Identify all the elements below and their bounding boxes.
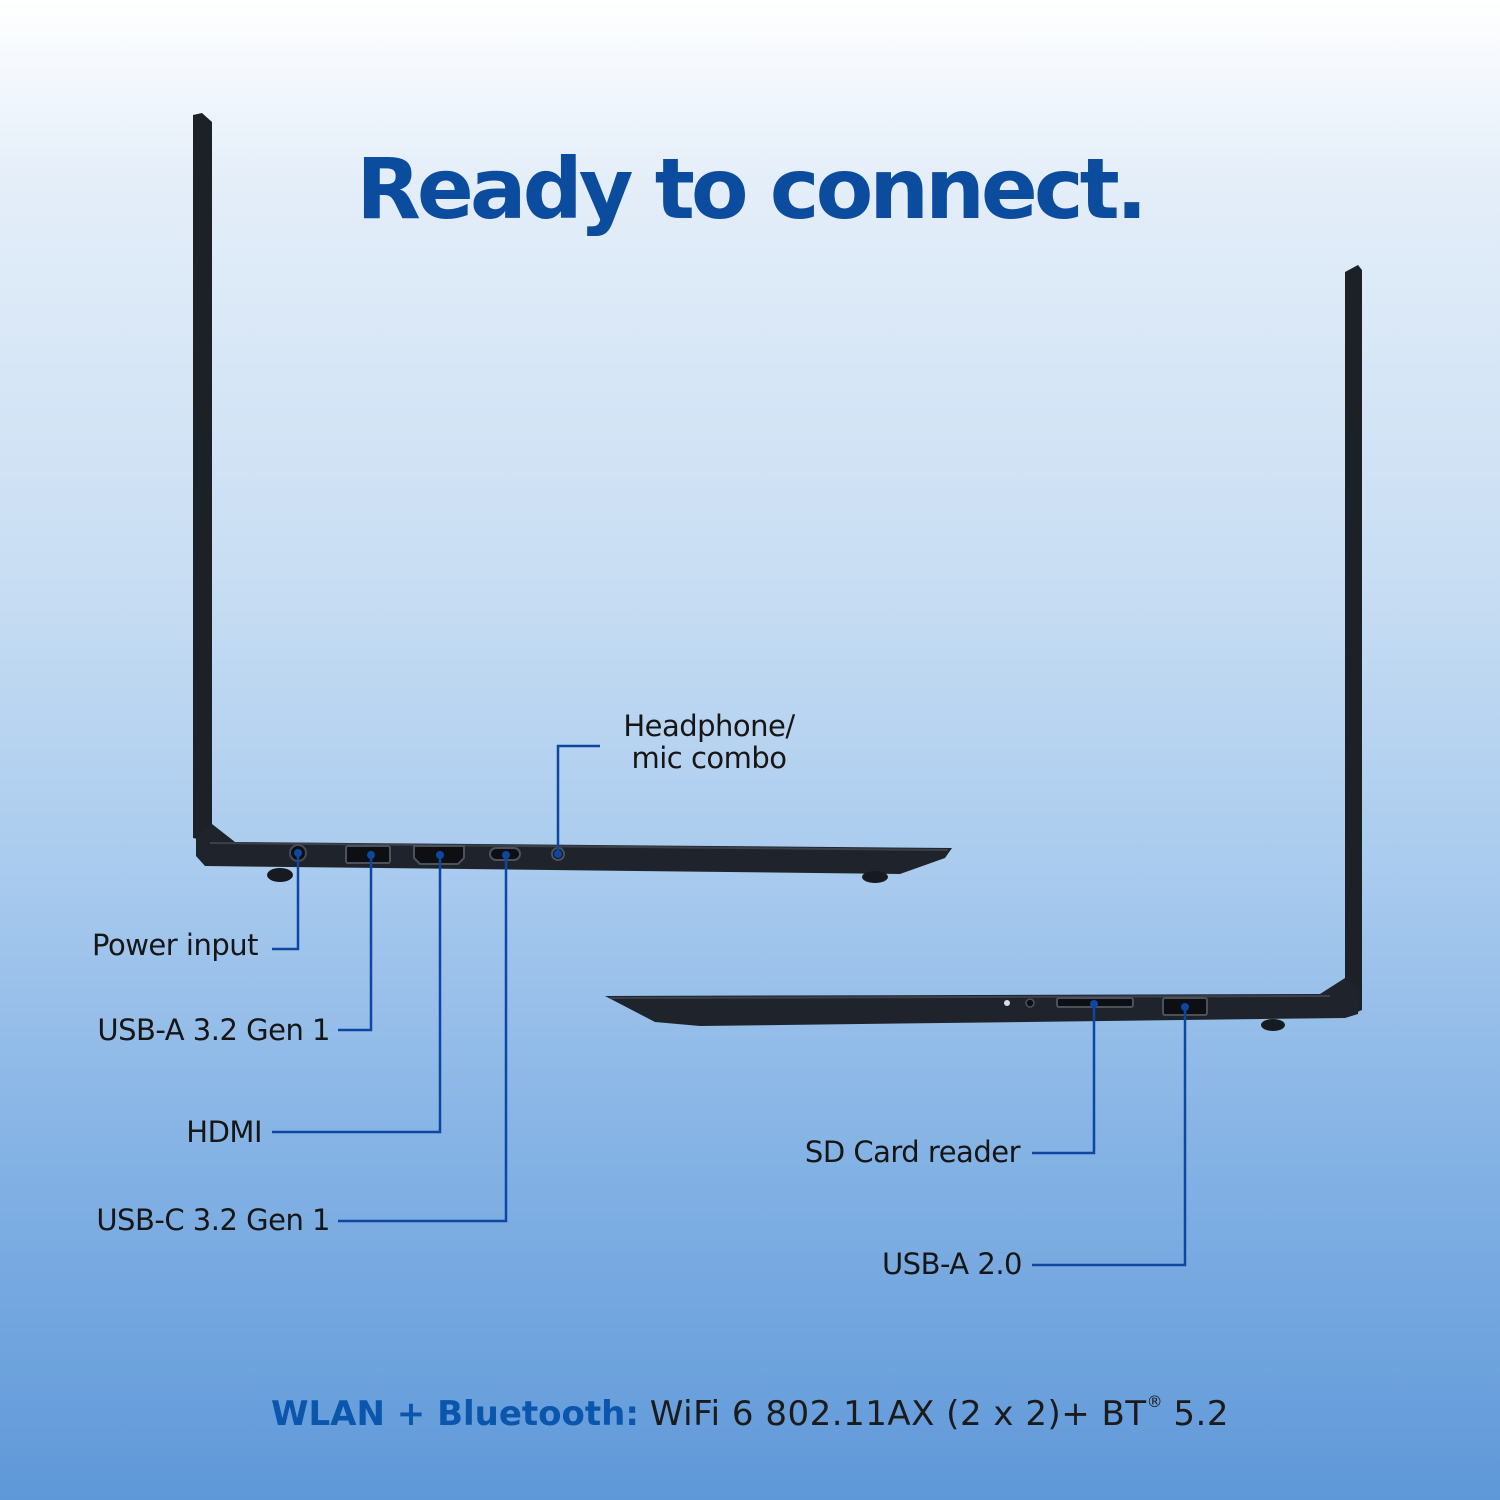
callout-usb-c-32 xyxy=(338,855,508,1223)
wireless-spec: WLAN + Bluetooth: WiFi 6 802.11AX (2 x 2… xyxy=(0,1392,1500,1434)
headphone-label-line1: Headphone/ xyxy=(623,709,795,743)
bluetooth-version: 5.2 xyxy=(1173,1394,1229,1434)
headphone-label-line2: mic combo xyxy=(631,741,787,775)
registered-mark: ® xyxy=(1146,1392,1163,1411)
usb-a-32-label: USB-A 3.2 Gen 1 xyxy=(97,1013,330,1047)
wireless-spec-value: WiFi 6 802.11AX (2 x 2)+ BT xyxy=(649,1394,1147,1434)
callout-hdmi xyxy=(272,855,442,1134)
power-input-label: Power input xyxy=(92,928,259,962)
right-laptop xyxy=(605,265,1362,1031)
left-laptop-screen xyxy=(193,113,212,840)
left-laptop xyxy=(193,113,952,883)
callout-headphone xyxy=(556,744,600,854)
callout-power xyxy=(272,853,300,951)
usb-a-20-label: USB-A 2.0 xyxy=(881,1247,1023,1281)
right-laptop-base xyxy=(605,978,1360,1026)
callout-sd-card xyxy=(1032,1004,1096,1155)
headphone-mic-label: Headphone/ mic combo xyxy=(606,710,812,774)
wireless-spec-key: WLAN + Bluetooth: xyxy=(270,1394,639,1434)
right-laptop-screen xyxy=(1345,265,1362,1014)
hdmi-label: HDMI xyxy=(186,1115,262,1149)
callout-usb-a-32 xyxy=(338,855,373,1032)
usb-c-32-label: USB-C 3.2 Gen 1 xyxy=(96,1203,330,1237)
page-title: Ready to connect. xyxy=(356,140,1148,238)
callout-usb-a-20 xyxy=(1032,1007,1187,1267)
callout-lines xyxy=(272,744,1187,1267)
sd-card-reader-label: SD Card reader xyxy=(804,1135,1021,1169)
